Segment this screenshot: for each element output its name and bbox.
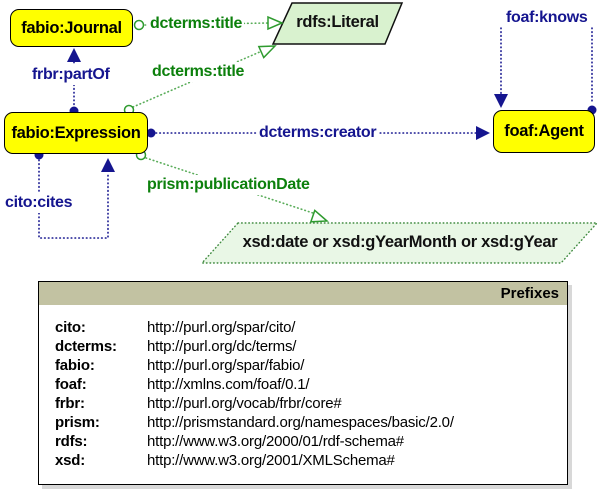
edge-title-expression [132,50,263,108]
prefixes-panel-header: Prefixes [39,282,567,305]
class-node-agent: foaf:Agent [493,110,595,153]
edge-knows [500,27,593,105]
edge-label-creator: dcterms:creator [257,123,379,143]
class-node-journal: fabio:Journal [10,9,133,47]
literal-parallelogram [271,2,404,45]
prefix-row: rdfs: http://www.w3.org/2000/01/rdf-sche… [55,432,567,451]
prefix-uri: http://prismstandard.org/namespaces/basi… [147,414,454,431]
prefixes-list: cito: http://purl.org/spar/cito/ dcterms… [39,305,567,470]
prefix-row: foaf: http://xmlns.com/foaf/0.1/ [55,375,567,394]
solid-arrowhead-up [67,48,81,62]
prefix-name: fabio: [55,357,95,374]
prefix-name: xsd: [55,452,86,469]
xsd-datatype-parallelogram [200,222,599,264]
edge-label-cites: cito:cites [3,193,75,213]
solid-arrowhead-right [476,126,490,140]
prefix-name: foaf: [55,376,87,393]
prefix-name: cito: [55,319,86,336]
prefix-name: frbr: [55,395,85,412]
property-source-circle [133,19,145,31]
edge-label-publication-date: prism:publicationDate [145,175,312,195]
property-source-dot [146,128,156,138]
solid-arrowhead-down [494,94,508,108]
prefix-name: dcterms: [55,338,117,355]
class-label: foaf:Agent [504,122,584,140]
prefix-uri: http://www.w3.org/2000/01/rdf-schema# [147,433,404,450]
prefix-name: prism: [55,414,100,431]
prefix-row: frbr: http://purl.org/vocab/frbr/core# [55,394,567,413]
literal-label: rdfs:Literal [296,13,379,31]
prefix-name: rdfs: [55,433,88,450]
class-label: fabio:Journal [21,18,122,37]
class-label: fabio:Expression [11,123,141,142]
open-arrowhead [309,209,329,223]
prefix-uri: http://purl.org/vocab/frbr/core# [147,395,342,412]
edge-label-part-of: frbr:partOf [30,65,112,85]
prefix-uri: http://www.w3.org/2001/XMLSchema# [147,452,395,469]
prefix-uri: http://purl.org/spar/fabio/ [147,357,305,374]
prefix-row: dcterms: http://purl.org/dc/terms/ [55,337,567,356]
open-arrowhead [267,15,284,31]
class-node-expression: fabio:Expression [4,112,148,154]
prefixes-title: Prefixes [500,285,559,302]
prefix-row: prism: http://prismstandard.org/namespac… [55,413,567,432]
xsd-datatype-label: xsd:date or xsd:gYearMonth or xsd:gYear [242,233,558,251]
edge-label-title-journal: dcterms:title [148,14,245,34]
open-arrowhead [257,45,277,59]
edge-label-title-expression: dcterms:title [150,62,247,82]
prefix-uri: http://xmlns.com/foaf/0.1/ [147,376,310,393]
prefix-uri: http://purl.org/dc/terms/ [147,338,297,355]
prefix-row: fabio: http://purl.org/spar/fabio/ [55,356,567,375]
prefix-row: xsd: http://www.w3.org/2001/XMLSchema# [55,451,567,470]
prefix-uri: http://purl.org/spar/cito/ [147,319,296,336]
solid-arrowhead-up [101,158,115,172]
prefixes-panel: Prefixes cito: http://purl.org/spar/cito… [38,281,568,485]
edge-label-knows: foaf:knows [504,8,590,28]
prefix-row: cito: http://purl.org/spar/cito/ [55,318,567,337]
